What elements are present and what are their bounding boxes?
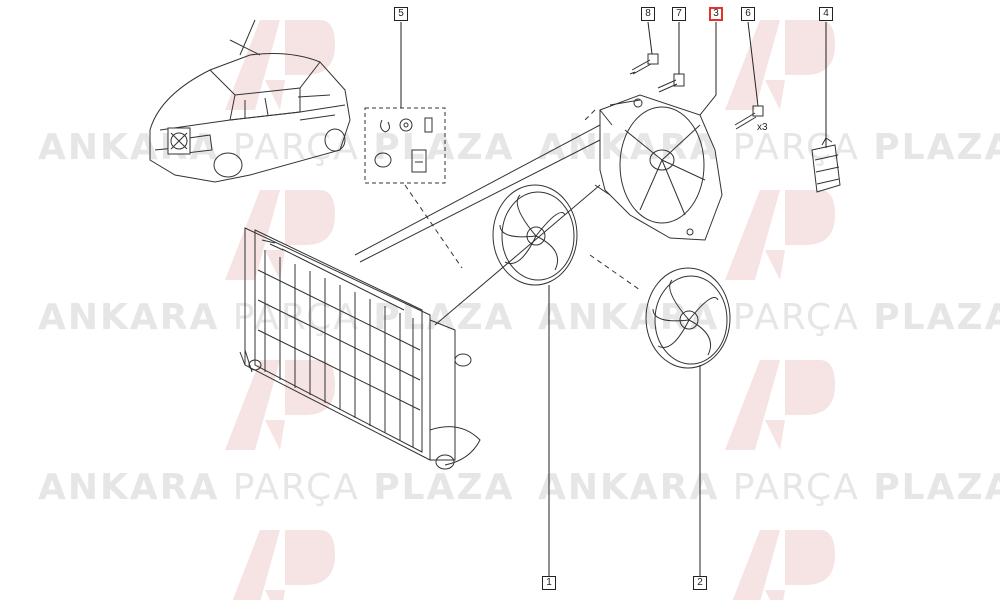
assembly-line: [434, 184, 601, 326]
ap-logo-icon: [225, 20, 335, 110]
ap-logo-icon: [725, 190, 835, 280]
assembly-line: [354, 124, 601, 256]
fan-1-illustration: [492, 184, 578, 286]
ap-logo-icon: [232, 530, 335, 600]
ap-logo-icon: [725, 360, 835, 450]
bolt-7-illustration: [657, 73, 685, 93]
bolt-8-illustration: [629, 53, 659, 75]
ap-logo-icon: [732, 530, 835, 600]
fan-shroud-illustration: [594, 94, 723, 241]
callout-4: 4: [819, 7, 833, 21]
callout-6: 6: [741, 7, 755, 21]
callout-8: 8: [641, 7, 655, 21]
ap-logo-icon: [225, 190, 335, 280]
quantity-note: x3: [757, 122, 768, 133]
callout-2: 2: [693, 576, 707, 590]
clip-set-5-illustration: [364, 107, 446, 184]
callout-3-highlighted: 3: [709, 7, 723, 21]
ap-logo-icon: [225, 360, 335, 450]
assembly-line: [297, 94, 331, 98]
assembly-lines: [404, 109, 641, 291]
car-illustration: [149, 53, 351, 183]
ap-logo-icon: [725, 20, 835, 110]
assembly-line: [229, 19, 261, 56]
callout-leaders: [400, 21, 827, 578]
assembly-line: [359, 139, 601, 263]
callout-1: 1: [542, 576, 556, 590]
callout-7: 7: [672, 7, 686, 21]
callout-5: 5: [394, 7, 408, 21]
radiator-illustration: [239, 227, 481, 470]
fan-2-illustration: [645, 267, 731, 369]
